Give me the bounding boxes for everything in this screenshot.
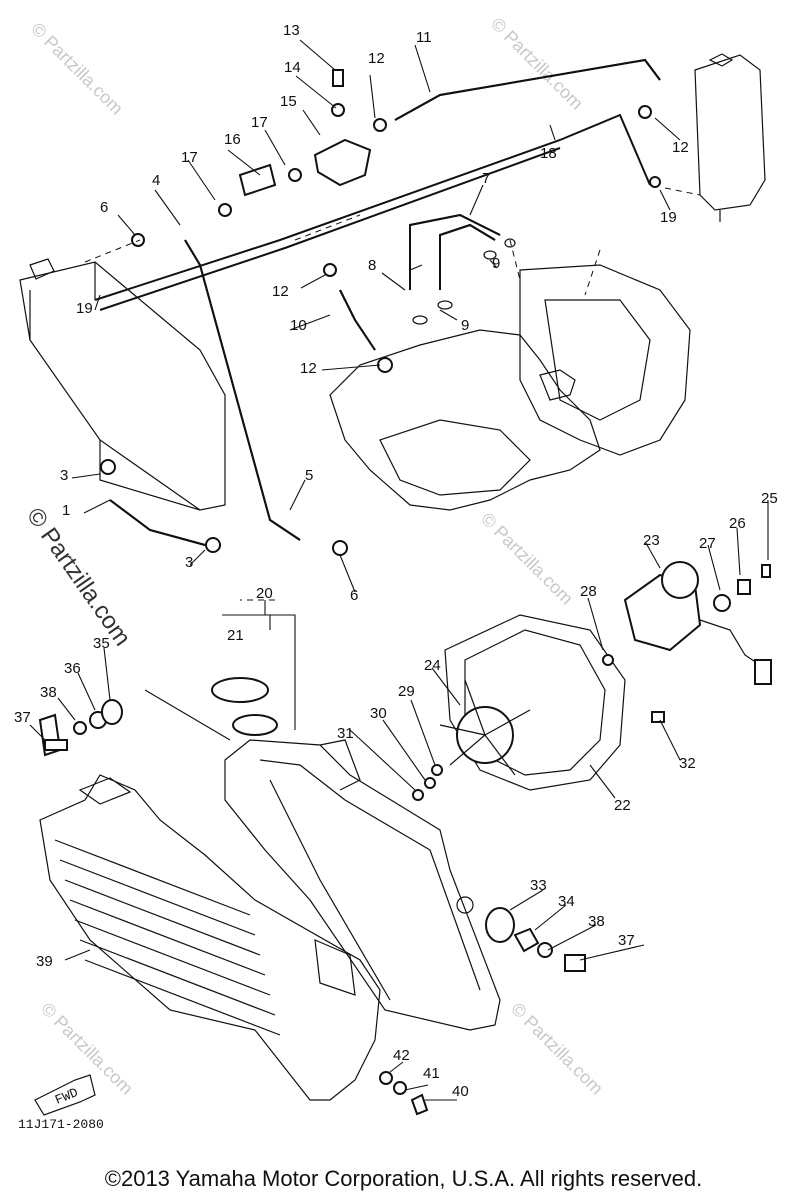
- callout-12: 12: [272, 283, 289, 300]
- hoses: [94, 58, 661, 546]
- callout-9: 9: [461, 317, 469, 334]
- callout-16: 16: [224, 131, 241, 148]
- main-radiator: [211, 677, 501, 1031]
- copyright-notice: ©2013 Yamaha Motor Corporation, U.S.A. A…: [104, 1166, 703, 1191]
- callout-30: 30: [370, 705, 387, 722]
- diagram-reference-code: 11J171-2080: [18, 1117, 104, 1132]
- callout-17: 17: [181, 149, 198, 166]
- callout-42: 42: [393, 1047, 410, 1064]
- callout-11: 11: [416, 29, 432, 46]
- callout-3: 3: [60, 467, 68, 484]
- callout-40: 40: [452, 1083, 469, 1100]
- callout-6: 6: [350, 587, 358, 604]
- radiator-shroud: [39, 774, 381, 1101]
- callout-19: 19: [76, 300, 93, 317]
- callout-31: 31: [337, 725, 354, 742]
- callout-37: 37: [618, 932, 635, 949]
- engine-block: [329, 264, 691, 511]
- callout-19: 19: [660, 209, 677, 226]
- callout-20: 20: [256, 585, 273, 602]
- callout-17: 17: [251, 114, 268, 131]
- callout-3: 3: [185, 554, 193, 571]
- callout-29: 29: [398, 683, 415, 700]
- callout-22: 22: [614, 797, 631, 814]
- watermark-mid-right: © Partzilla.com: [477, 509, 577, 609]
- watermark-bottom-right: © Partzilla.com: [507, 999, 607, 1099]
- callout-26: 26: [729, 515, 746, 532]
- callout-41: 41: [423, 1065, 440, 1082]
- fan-assembly: [412, 561, 772, 801]
- hardware: [38, 699, 586, 1116]
- watermark-top-left: © Partzilla.com: [27, 19, 127, 119]
- callout-7: 7: [482, 170, 490, 187]
- callout-32: 32: [679, 755, 696, 772]
- forward-arrow: FWD: [34, 1074, 96, 1116]
- callout-12: 12: [368, 50, 385, 67]
- callout-21: 21: [227, 627, 244, 644]
- callout-24: 24: [424, 657, 441, 674]
- callout-34: 34: [558, 893, 575, 910]
- callout-1: 1: [62, 502, 70, 519]
- callout-5: 5: [305, 467, 313, 484]
- callout-27: 27: [699, 535, 716, 552]
- callout-36: 36: [64, 660, 81, 677]
- callout-10: 10: [290, 317, 307, 334]
- watermark-top-right: © Partzilla.com: [487, 14, 587, 114]
- callout-35: 35: [93, 635, 110, 652]
- callout-37: 37: [14, 709, 31, 726]
- callout-12: 12: [672, 139, 689, 156]
- callout-33: 33: [530, 877, 547, 894]
- callout-38: 38: [588, 913, 605, 930]
- callout-15: 15: [280, 93, 297, 110]
- callout-8: 8: [368, 257, 376, 274]
- watermark-main: © Partzilla.com: [21, 503, 136, 651]
- callout-4: 4: [152, 172, 160, 189]
- callout-39: 39: [36, 953, 53, 970]
- callout-25: 25: [761, 490, 778, 507]
- callout-9: 9: [492, 255, 500, 272]
- callout-6: 6: [100, 199, 108, 216]
- reservoir-tank: [694, 53, 766, 222]
- leader-lines: [29, 39, 769, 1101]
- callout-38: 38: [40, 684, 57, 701]
- callout-14: 14: [284, 59, 301, 76]
- watermark-bottom-left: © Partzilla.com: [37, 999, 137, 1099]
- callout-18: 18: [540, 145, 557, 162]
- t-fitting: [100, 69, 661, 556]
- callout-13: 13: [283, 22, 300, 39]
- callout-12: 12: [300, 360, 317, 377]
- upper-radiator: [19, 258, 226, 511]
- callout-23: 23: [643, 532, 660, 549]
- callout-28: 28: [580, 583, 597, 600]
